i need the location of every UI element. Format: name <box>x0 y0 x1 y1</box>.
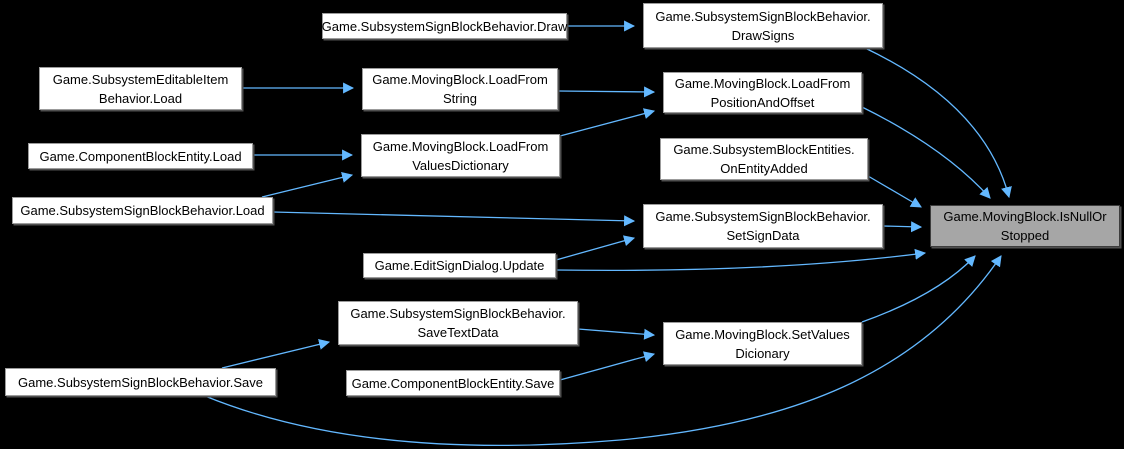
edge-signload-to-setsign <box>272 211 636 227</box>
edge-drawsigns-to-isnull <box>864 47 1012 199</box>
node-movingblock-setvaluesdicionary[interactable]: Game.MovingBlock.SetValues Dicionary <box>663 322 862 365</box>
edge-loadstring-to-loadpos <box>557 86 656 98</box>
edge-onentity-to-isnull <box>867 175 922 208</box>
node-movingblock-isnullorstopped-current: Game.MovingBlock.IsNullOr Stopped <box>930 205 1120 247</box>
edge-setsign-to-isnull <box>882 221 923 233</box>
node-componentblockentity-save[interactable]: Game.ComponentBlockEntity.Save <box>346 370 560 396</box>
edge-loadvalues-to-loadpos <box>559 108 656 137</box>
node-componentblockentity-load[interactable]: Game.ComponentBlockEntity.Load <box>28 143 253 169</box>
edge-update-to-setsign <box>555 235 636 261</box>
edge-compsave-to-setvalues <box>559 351 656 381</box>
edge-loadpos-to-isnull <box>861 106 991 199</box>
edge-update-to-isnull <box>555 248 927 272</box>
node-subsystemsignblockbehavior-drawsigns[interactable]: Game.SubsystemSignBlockBehavior. DrawSig… <box>643 3 883 48</box>
edge-savetext-to-setvalues <box>577 328 656 340</box>
node-subsystemeditableitembehavior-load[interactable]: Game.SubsystemEditableItem Behavior.Load <box>39 67 242 110</box>
node-editsigndialog-update[interactable]: Game.EditSignDialog.Update <box>363 253 556 278</box>
node-subsystemsignblockbehavior-save[interactable]: Game.SubsystemSignBlockBehavior.Save <box>5 368 276 396</box>
node-subsystemsignblockbehavior-savetextdata[interactable]: Game.SubsystemSignBlockBehavior. SaveTex… <box>338 301 578 345</box>
edge-signload-to-loadvalues <box>261 171 354 198</box>
edge-signsave-to-isnull <box>204 255 1002 447</box>
node-movingblock-loadfrompositionandoffset[interactable]: Game.MovingBlock.LoadFrom PositionAndOff… <box>663 72 862 113</box>
edge-setvalues-to-isnull <box>861 255 976 323</box>
node-movingblock-loadfromstring[interactable]: Game.MovingBlock.LoadFrom String <box>362 68 558 110</box>
node-subsystemsignblockbehavior-load[interactable]: Game.SubsystemSignBlockBehavior.Load <box>12 197 273 224</box>
node-subsystemblockentities-onentityadded[interactable]: Game.SubsystemBlockEntities. OnEntityAdd… <box>660 138 868 180</box>
node-subsystemsignblockbehavior-setsigndata[interactable]: Game.SubsystemSignBlockBehavior. SetSign… <box>643 204 883 248</box>
edge-signsave-to-savetext <box>221 338 331 369</box>
node-subsystemsignblockbehavior-draw[interactable]: Game.SubsystemSignBlockBehavior.Draw <box>322 13 567 39</box>
node-movingblock-loadfromvaluesdictionary[interactable]: Game.MovingBlock.LoadFrom ValuesDictiona… <box>361 134 560 177</box>
